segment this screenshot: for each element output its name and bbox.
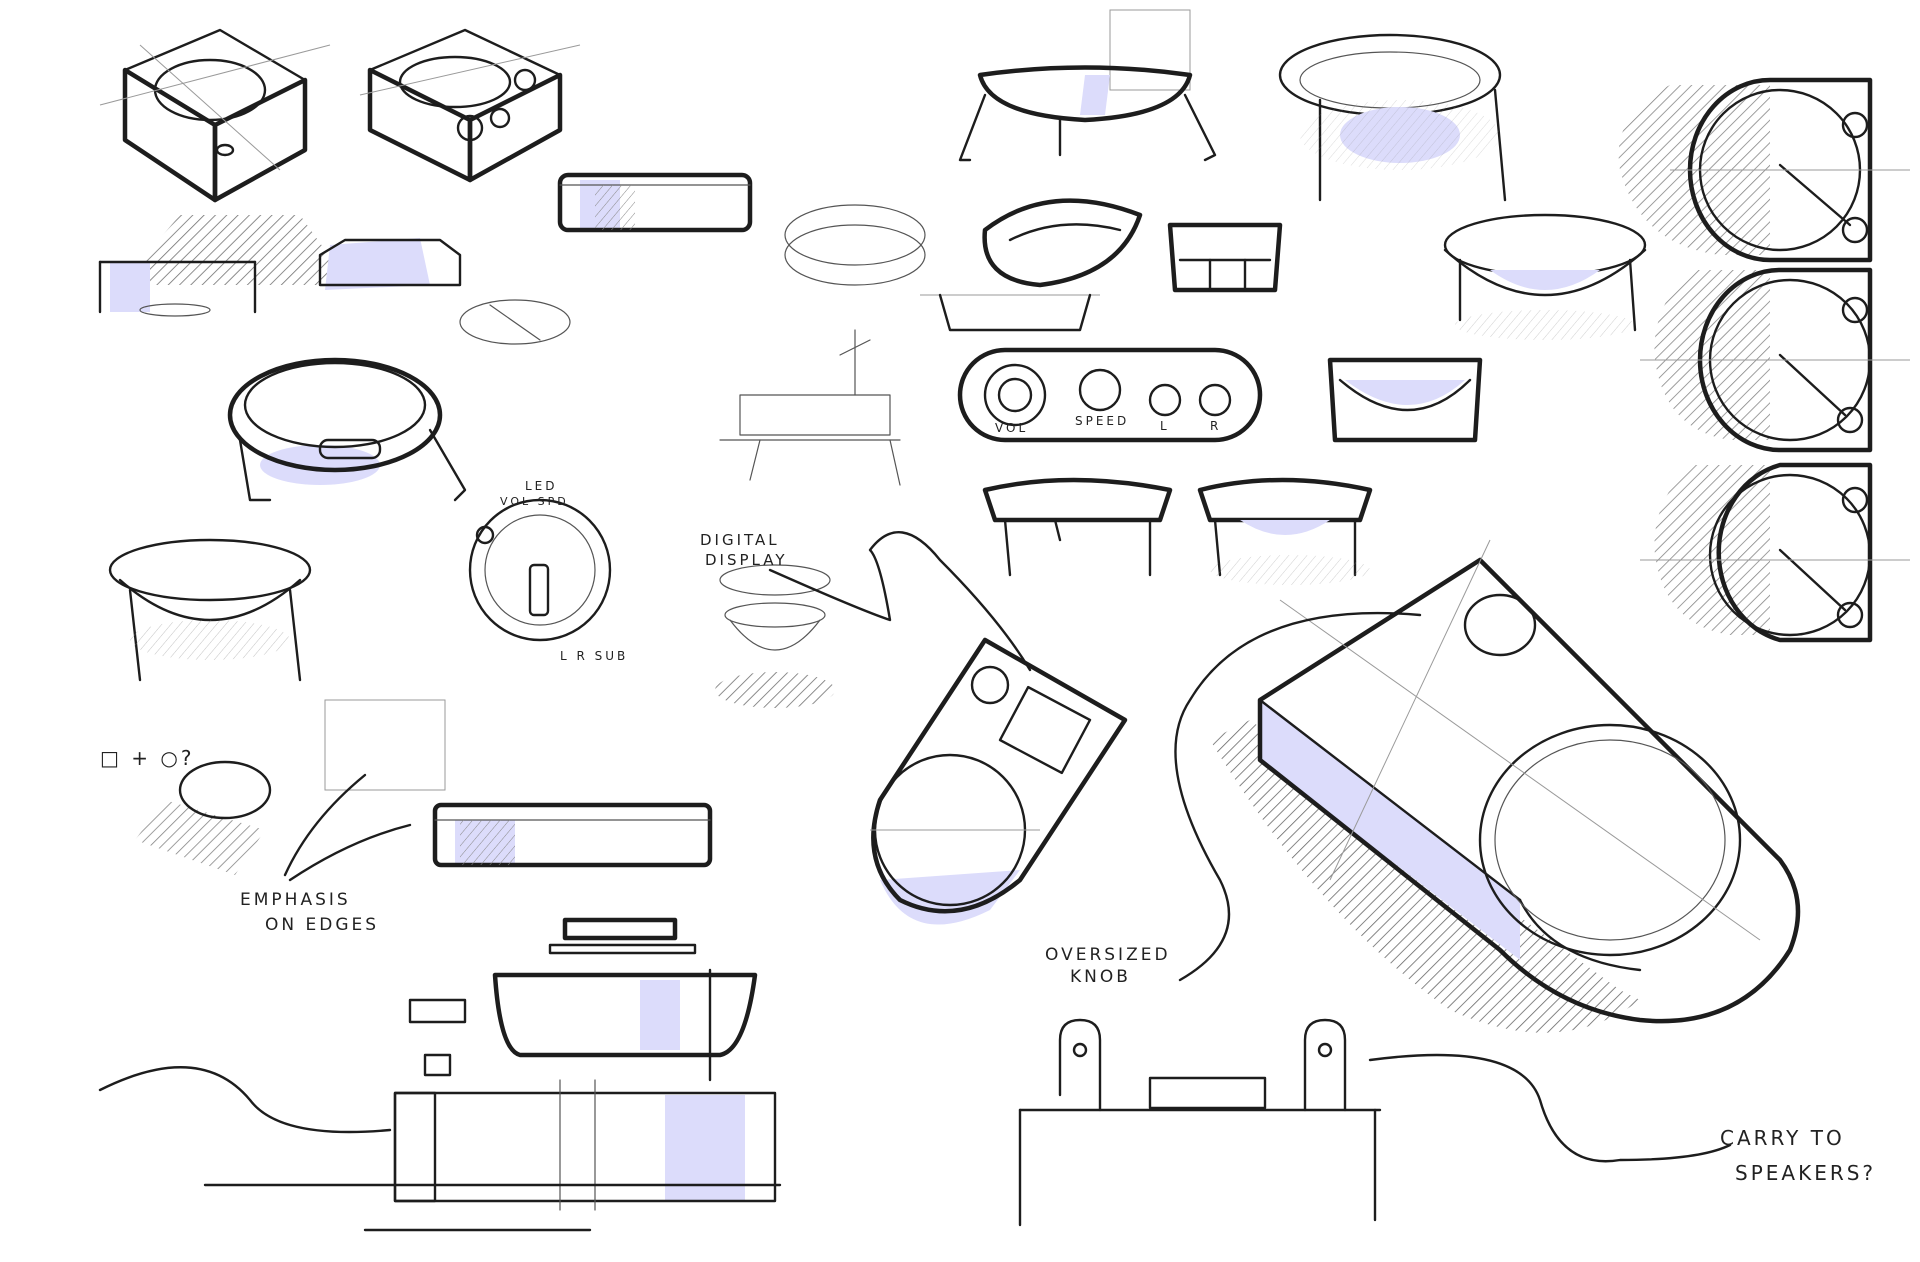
slab-sketch-1 (557, 172, 753, 233)
emphasis-label-2: ON EDGES (265, 915, 379, 935)
tray-stand-sketch-1 (958, 9, 1217, 162)
led-label: LED (525, 479, 558, 493)
side-profile-1 (1618, 77, 1910, 263)
tray-stand-sketch-4 (1167, 222, 1283, 293)
bowl-speaker-sketch-2 (108, 538, 312, 682)
square-plus-circle-label: □ + ○? (100, 746, 194, 770)
control-panel-sketch: VOL SPEED L R (957, 347, 1263, 443)
r-label: R (1210, 419, 1221, 433)
edge-slab-sketch (324, 699, 713, 868)
disc-sketch-1 (459, 299, 571, 345)
digital-display-sketch: DIGITAL DISPLAY (700, 531, 1032, 708)
vol-label: VOL (995, 421, 1028, 435)
square-circle-sketch: □ + ○? (100, 746, 272, 875)
tray-stand-sketch-6 (1197, 477, 1373, 585)
slab-sketch-3 (318, 238, 462, 290)
oversized-knob-annotation: OVERSIZED KNOB (1045, 611, 1422, 987)
turntable-box-sketch-1 (99, 28, 350, 285)
lr-sub-label: L R SUB (560, 649, 628, 663)
speed-label: SPEED (1075, 414, 1129, 428)
carry-label-1: CARRY TO (1720, 1126, 1845, 1150)
vol-spd-label: VOL SPD (500, 495, 569, 508)
exploded-side-view (98, 917, 782, 1232)
tray-stand-sketch-3 (920, 198, 1143, 332)
bowl-speaker-sketch-1 (227, 357, 467, 502)
ring-sketch (784, 204, 926, 286)
digital-display-label-2: DISPLAY (705, 551, 788, 569)
carry-label-2: SPEAKERS? (1735, 1161, 1876, 1185)
digital-display-label-1: DIGITAL (700, 531, 780, 549)
side-profile-2 (1640, 267, 1910, 453)
slab-sketch-2 (98, 260, 257, 317)
bowl-on-stand-sketch (1327, 357, 1483, 443)
d-shape-device-large (1210, 539, 1801, 1033)
emphasis-annotation: EMPHASIS ON EDGES (240, 773, 412, 935)
carry-handle-sketch: CARRY TO SPEAKERS? (1018, 1018, 1876, 1227)
emphasis-label-1: EMPHASIS (240, 890, 351, 910)
exploded-turntable-small (719, 329, 901, 486)
l-label: L (1160, 419, 1170, 433)
side-profile-3 (1640, 462, 1910, 643)
round-device-top-view: LED VOL SPD L R SUB (468, 479, 628, 663)
oversized-knob-label-1: OVERSIZED (1045, 945, 1171, 965)
oversized-knob-label-2: KNOB (1070, 967, 1131, 987)
tray-stand-sketch-2 (1278, 33, 1507, 202)
d-shape-device-small (870, 637, 1128, 925)
bowl-stand-right (1443, 213, 1647, 340)
turntable-box-sketch-2 (359, 28, 581, 183)
tray-stand-sketch-5 (982, 477, 1173, 577)
